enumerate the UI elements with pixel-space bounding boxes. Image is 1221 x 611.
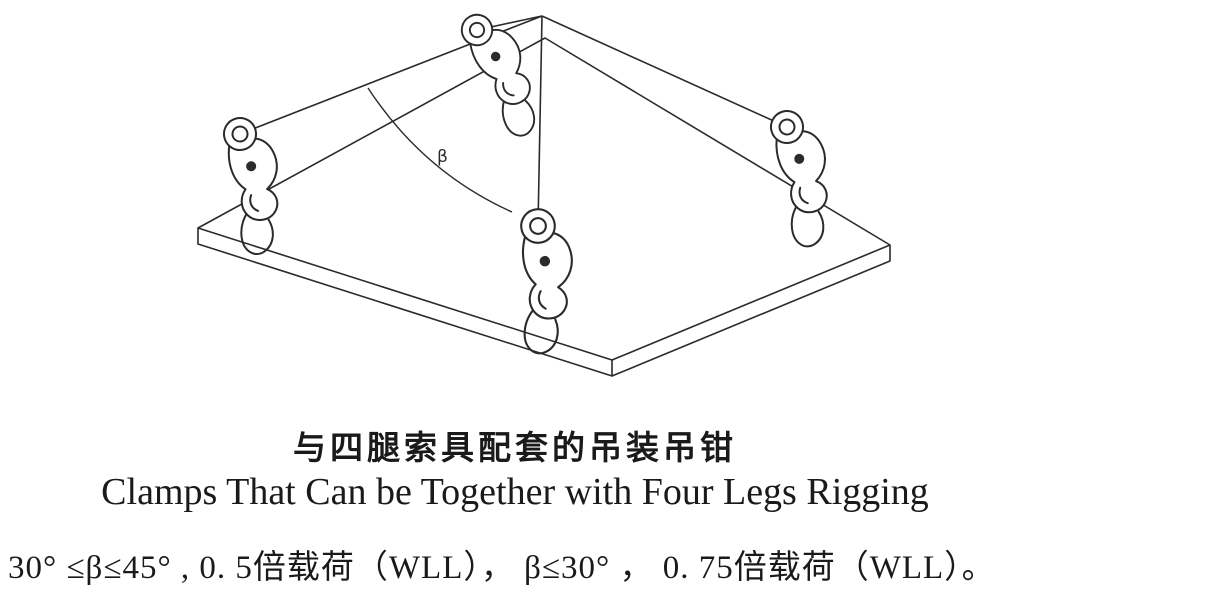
sling-leg-front (537, 15, 543, 227)
angle-beta-label: β (437, 147, 448, 167)
caption-chinese-title: 与四腿索具配套的吊装吊钳 (293, 428, 737, 467)
angle-arc (367, 87, 513, 213)
caption-english-title: Clamps That Can be Together with Four Le… (101, 471, 929, 514)
rigging-diagram-svg: β (197, 2, 891, 377)
clamp-front (510, 205, 583, 356)
clamp-right (758, 102, 849, 251)
sling-leg-right (541, 15, 788, 128)
plate-slab (197, 37, 891, 377)
clamp-left (212, 110, 299, 258)
plate-thickness-edges (197, 228, 891, 377)
figure-captions: 与四腿索具配套的吊装吊钳 Clamps That Can be Together… (0, 428, 1030, 514)
lifting-clamp-figure: β 与四腿索具配套的吊装吊钳 Clamps That Can be Togeth… (0, 2, 1030, 587)
load-spec-line: 30° ≤β≤45° , 0. 5倍载荷（WLL）， β≤30° ， 0. 75… (8, 550, 996, 587)
